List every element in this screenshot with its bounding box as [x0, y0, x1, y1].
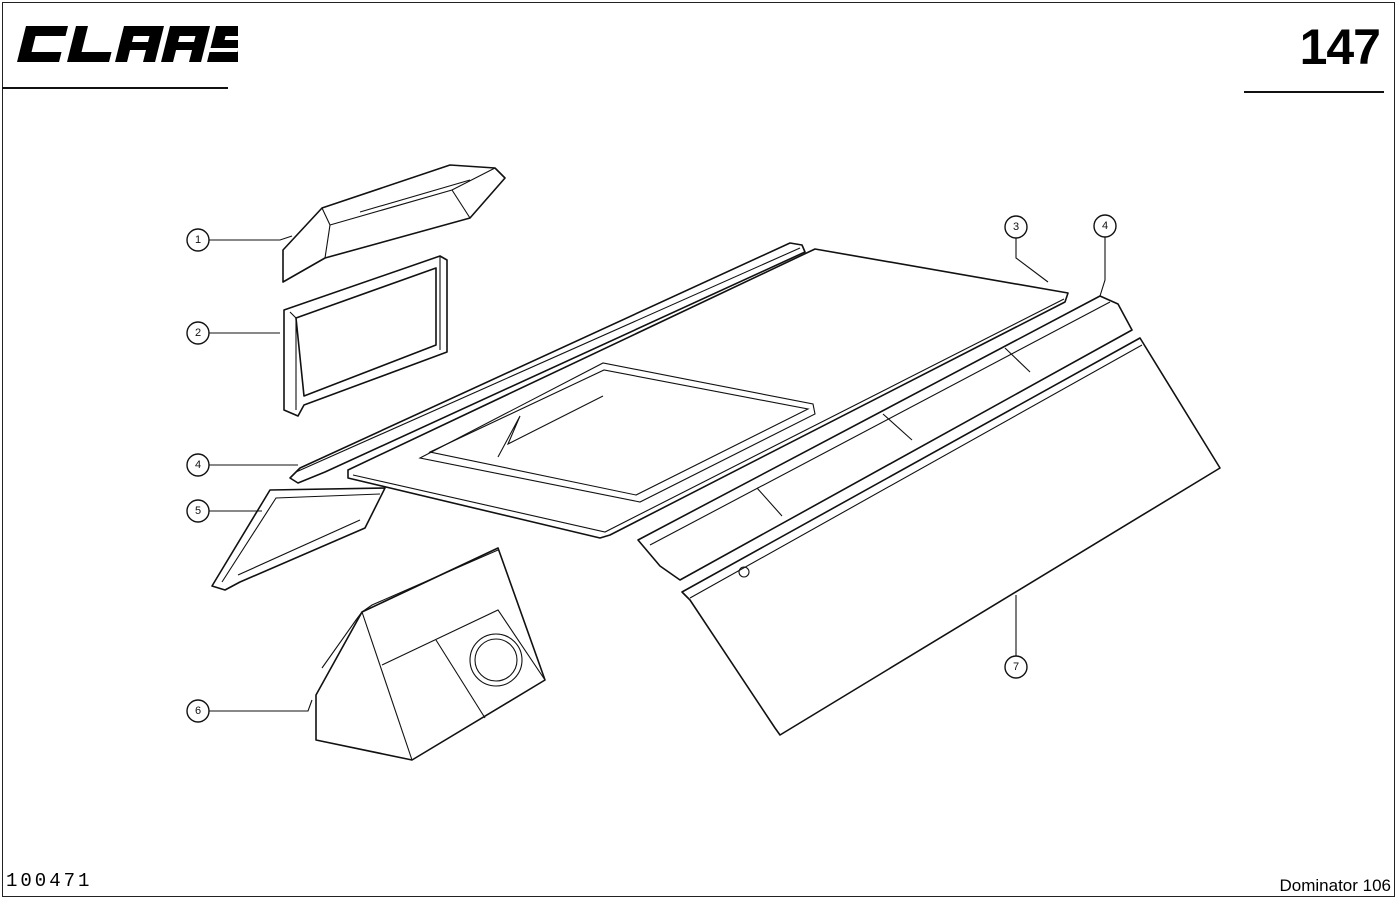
- callout-label: 5: [195, 505, 201, 517]
- leader-lines: [209, 235, 1106, 712]
- callout-label: 4: [1102, 220, 1108, 232]
- part-4-curved-deflector: [637, 295, 1133, 581]
- callout-label: 3: [1013, 221, 1019, 233]
- part-3-top-plate: [347, 248, 1069, 539]
- callout-7: 7: [1004, 655, 1028, 679]
- header-rule-left: [2, 87, 228, 89]
- page-number: 147: [1299, 19, 1381, 75]
- part-1-hood-cover: [282, 164, 506, 283]
- callout-1: 1: [186, 228, 210, 252]
- callout-label: 6: [195, 705, 201, 717]
- header-rule-right: [1244, 91, 1384, 93]
- part-4-rail-left: [289, 242, 806, 484]
- callout-6: 6: [186, 699, 210, 723]
- part-7-side-panel: [681, 337, 1221, 736]
- part-6-hopper: [315, 547, 546, 761]
- callout-label: 7: [1013, 661, 1019, 673]
- callout-label: 1: [195, 234, 201, 246]
- callout-2: 2: [186, 321, 210, 345]
- part-2-frame: [283, 255, 448, 417]
- callout-4-left: 4: [186, 453, 210, 477]
- model-name: Dominator 106: [1279, 876, 1391, 895]
- part-5-side-plate: [211, 487, 386, 591]
- callout-label: 2: [195, 327, 201, 339]
- callout-5: 5: [186, 499, 210, 523]
- document-number: 100471: [6, 870, 93, 892]
- callout-label: 4: [195, 459, 201, 471]
- callout-4-right: 4: [1093, 214, 1117, 238]
- callout-3: 3: [1004, 215, 1028, 239]
